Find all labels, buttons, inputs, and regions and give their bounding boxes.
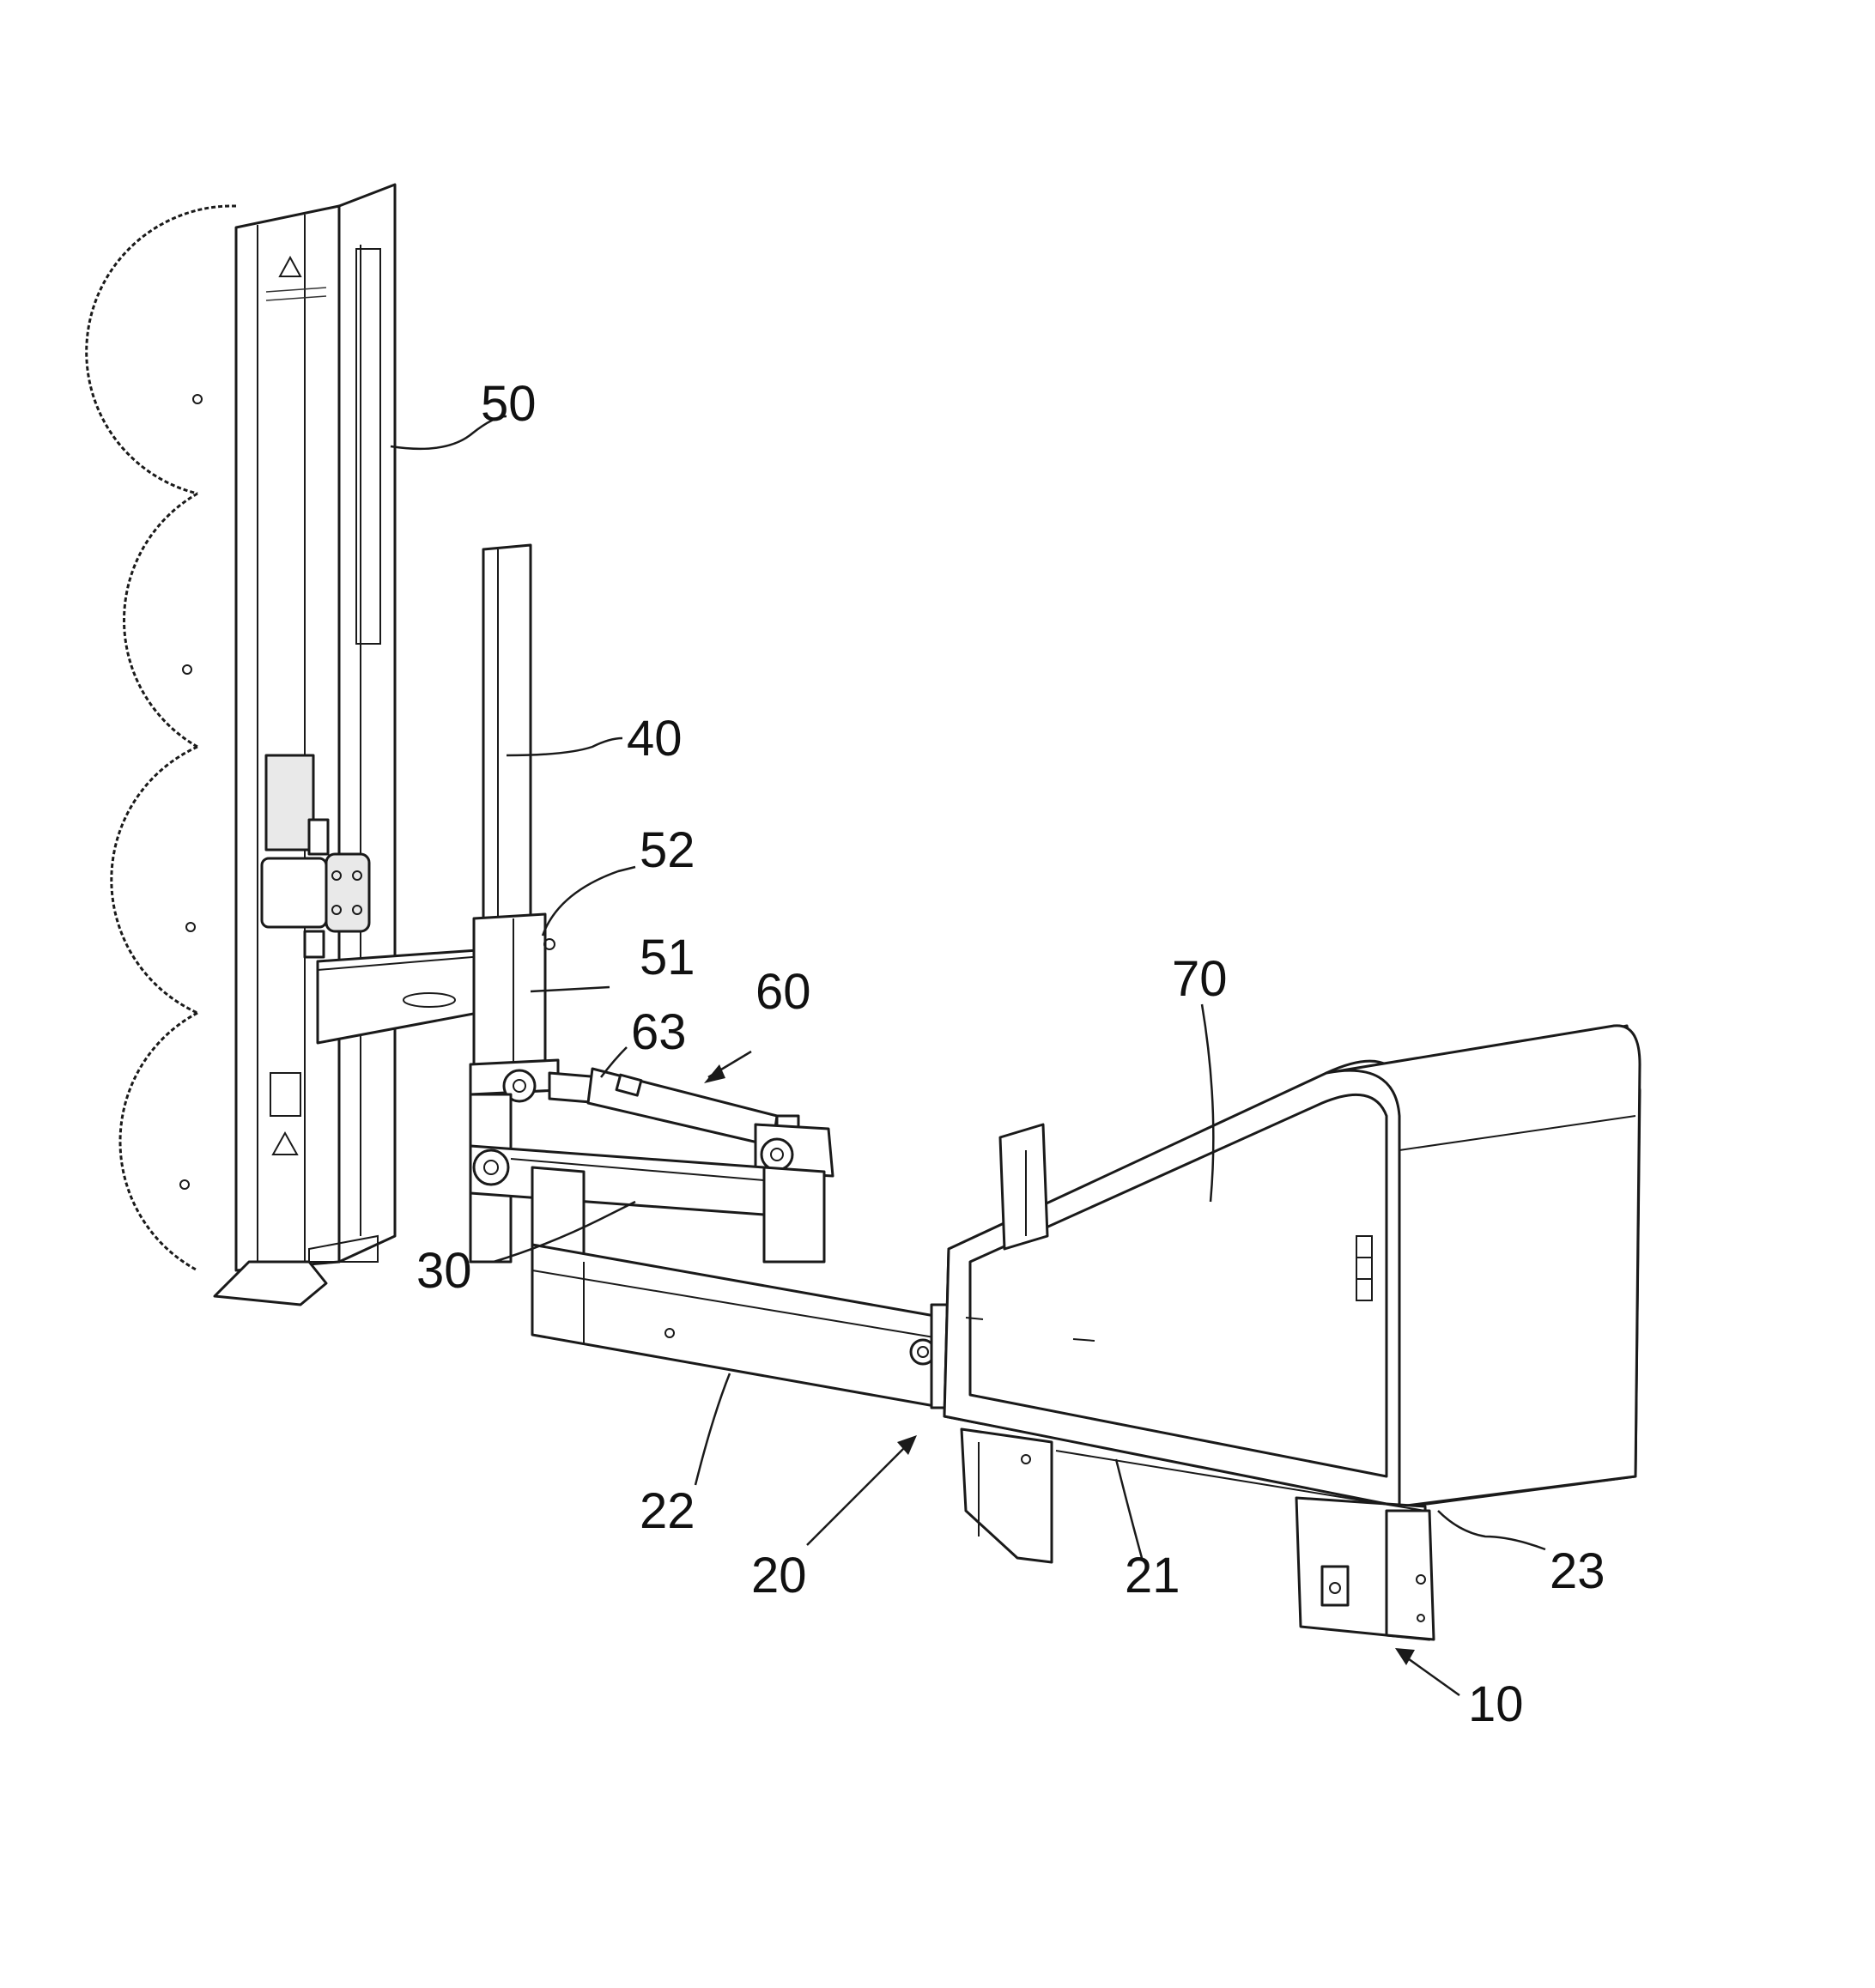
blade-hub-3	[186, 923, 195, 931]
label-20: 20	[751, 1548, 807, 1603]
blade-hub-2	[183, 665, 191, 674]
label-52: 52	[640, 822, 695, 878]
label-23: 23	[1550, 1543, 1605, 1599]
saw-housing	[215, 185, 395, 1305]
label-60: 60	[755, 964, 811, 1020]
label-70: 70	[1172, 951, 1228, 1007]
label-10: 10	[1468, 1676, 1524, 1732]
blade-hub-4	[180, 1180, 189, 1189]
saw-blade-4	[120, 1013, 197, 1270]
saw-blades	[87, 206, 236, 1270]
saw-blade-1	[87, 206, 236, 494]
saw-blade-2	[124, 494, 197, 747]
label-51: 51	[640, 930, 695, 985]
label-63: 63	[631, 1004, 687, 1060]
column	[474, 545, 555, 1090]
blade-hub-1	[193, 395, 202, 403]
saw-blade-3	[112, 747, 197, 1013]
label-21: 21	[1125, 1548, 1180, 1603]
label-50: 50	[481, 376, 537, 432]
label-40: 40	[627, 711, 683, 767]
label-22: 22	[640, 1483, 695, 1539]
right-housing	[944, 1026, 1640, 1506]
lower-beam	[532, 1245, 949, 1408]
label-30: 30	[416, 1243, 472, 1299]
